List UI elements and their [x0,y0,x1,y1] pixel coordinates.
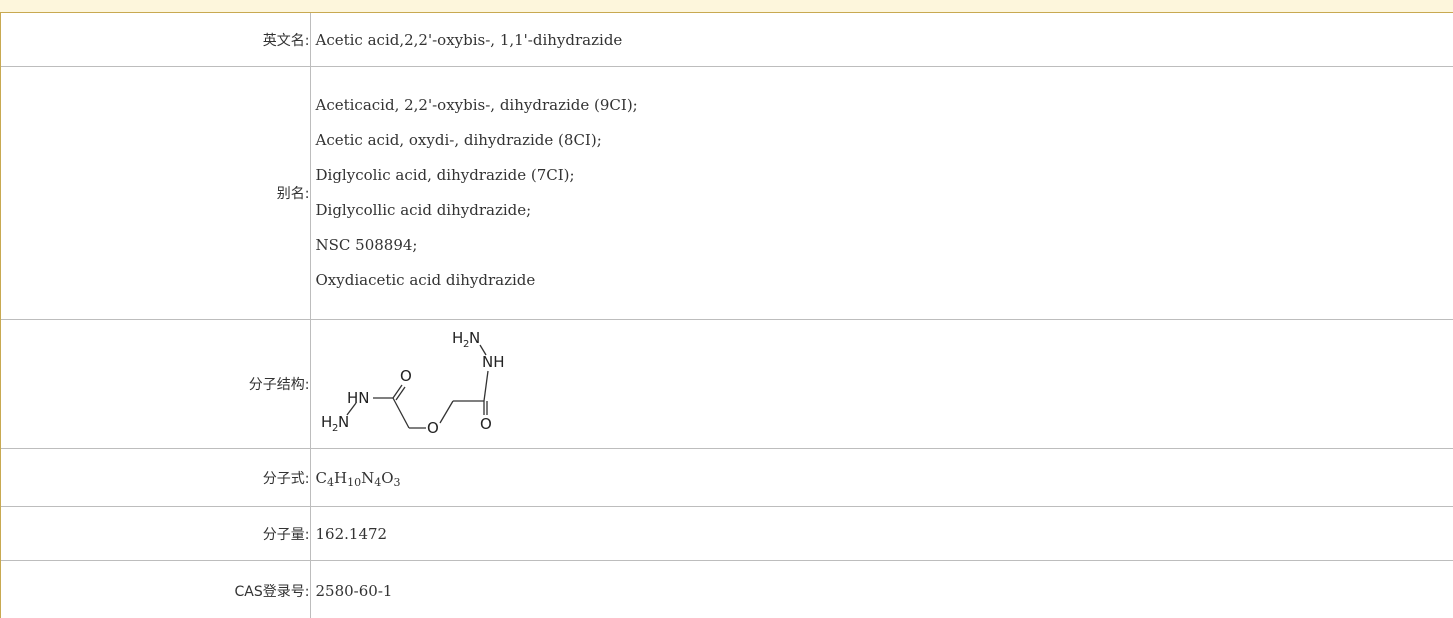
atom-label: NH [482,353,505,371]
english-name-value: Acetic acid,2,2'-oxybis-, 1,1'-dihydrazi… [310,13,1453,67]
atom-subscript: 2 [463,339,469,350]
row-structure: 分子结构: [1,319,1453,449]
molecular-weight-label: 分子量: [1,506,311,561]
formula-element: H [333,468,348,487]
atom-label: H [321,413,332,431]
alias-item: Oxydiacetic acid dihydrazide [315,271,536,289]
alias-item: Diglycollic acid dihydrazide; [315,201,532,219]
cas-label: CAS登录号: [1,560,311,618]
alias-item: NSC 508894; [315,236,418,254]
alias-item: Diglycolic acid, dihydrazide (7CI); [315,166,575,184]
atom-label: O [480,415,492,433]
structure-value: H 2 N NH O HN H 2 N O O [310,319,1453,449]
row-cas: CAS登录号: 2580-60-1 [1,560,1453,618]
alias-item: Acetic acid, oxydi-, dihydrazide (8CI); [315,131,602,149]
cas-value: 2580-60-1 [315,582,393,600]
atom-label: O [400,367,412,385]
header-bar [0,0,1453,13]
atom-label: H [452,329,463,347]
formula-element: C [315,468,327,487]
aliases-label: 别名: [1,66,311,320]
structure-image: H 2 N NH O HN H 2 N O O [321,329,505,437]
row-formula: 分子式: C4H10N4O3 [1,448,1453,507]
formula-count: 4 [326,475,334,489]
formula-label: 分子式: [1,448,311,507]
alias-item: Aceticacid, 2,2'-oxybis-, dihydrazide (9… [315,96,638,114]
formula-count: 3 [393,475,401,489]
english-name-label: 英文名: [1,13,311,67]
properties-table: 英文名: Acetic acid,2,2'-oxybis-, 1,1'-dihy… [1,13,1453,618]
formula-count: 10 [347,475,362,489]
formula-element: N [361,468,375,487]
molecular-weight-value: 162.1472 [310,506,1453,561]
alias-list: Aceticacid, 2,2'-oxybis-, dihydrazide (9… [316,88,1453,298]
formula-element: O [381,468,394,487]
atom-label: HN [347,389,370,407]
formula-value: C4H10N4O3 [310,448,1453,507]
row-english-name: 英文名: Acetic acid,2,2'-oxybis-, 1,1'-dihy… [1,13,1453,67]
atom-label: N [469,329,480,347]
structure-label: 分子结构: [1,319,311,449]
formula-count: 4 [374,475,382,489]
aliases-value: Aceticacid, 2,2'-oxybis-, dihydrazide (9… [310,66,1453,320]
atom-label: N [338,413,349,431]
atom-subscript: 2 [332,423,338,434]
row-molecular-weight: 分子量: 162.1472 [1,506,1453,561]
atom-label: O [427,419,439,437]
row-aliases: 别名: Aceticacid, 2,2'-oxybis-, dihydrazid… [1,66,1453,320]
properties-panel: 英文名: Acetic acid,2,2'-oxybis-, 1,1'-dihy… [0,13,1453,618]
